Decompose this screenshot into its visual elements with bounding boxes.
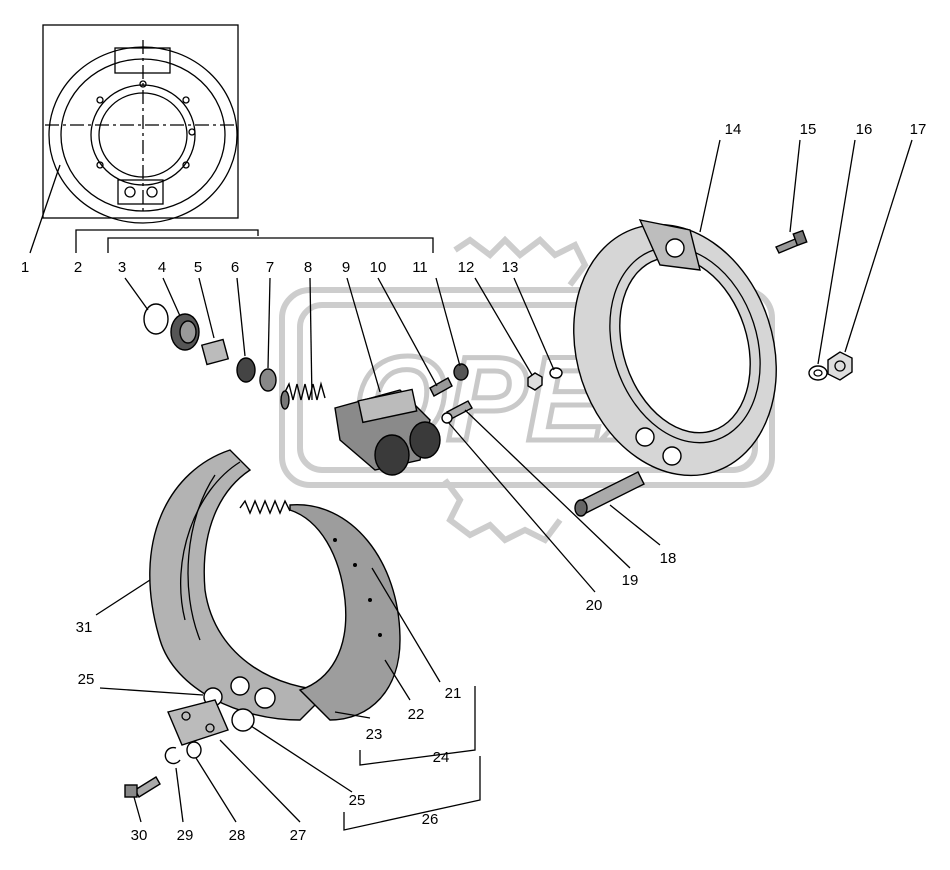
callout-9: 9 (342, 259, 350, 276)
callout-15: 15 (800, 121, 817, 138)
callout-2: 2 (74, 259, 82, 276)
callout-1: 1 (21, 259, 29, 276)
part-18-stud (574, 471, 645, 517)
part-1-assembly-inset (42, 24, 239, 224)
part-4-dust-boot (170, 313, 200, 351)
callout-18: 18 (660, 550, 677, 567)
callout-28: 28 (229, 827, 246, 844)
part-31-brake-shoe (149, 449, 332, 721)
part-22-rivets (333, 538, 382, 637)
callout-labels: 1 2 3 4 5 6 7 8 9 10 11 12 13 14 15 16 1… (21, 121, 927, 844)
part-17-nut (827, 351, 853, 381)
part-27-lock-plate (167, 699, 229, 746)
part-20-washer (441, 412, 453, 424)
callout-6: 6 (231, 259, 239, 276)
callout-24: 24 (433, 749, 450, 766)
part-5-piston (200, 338, 230, 366)
callout-5: 5 (194, 259, 202, 276)
callout-13: 13 (502, 259, 519, 276)
part-9-wheel-cylinder (334, 388, 441, 476)
callout-25b: 25 (349, 792, 366, 809)
leader-lines (29, 139, 913, 831)
callout-10: 10 (370, 259, 387, 276)
part-13-washer (549, 367, 563, 379)
callout-4: 4 (158, 259, 166, 276)
callout-8: 8 (304, 259, 312, 276)
callout-7: 7 (266, 259, 274, 276)
part-10-bleeder (429, 377, 453, 397)
callout-25a: 25 (78, 671, 95, 688)
callout-21: 21 (445, 685, 462, 702)
callout-30: 30 (131, 827, 148, 844)
part-14-backing-plate (573, 219, 777, 477)
part-21-brake-lining (289, 504, 401, 721)
part-12-nut (527, 372, 543, 391)
part-11-bleeder-cap (453, 363, 469, 381)
part-16-washer (808, 365, 828, 381)
part-29-lock-washer (164, 746, 181, 765)
callout-17: 17 (910, 121, 927, 138)
callout-31: 31 (76, 619, 93, 636)
callout-20: 20 (586, 597, 603, 614)
part-7-spring-seat (259, 368, 277, 392)
callout-19: 19 (622, 572, 639, 589)
callout-22: 22 (408, 706, 425, 723)
callout-14: 14 (725, 121, 742, 138)
callout-12: 12 (458, 259, 475, 276)
callout-16: 16 (856, 121, 873, 138)
part-28-washer (186, 741, 202, 759)
callout-29: 29 (177, 827, 194, 844)
callout-26: 26 (422, 811, 439, 828)
part-6-cup (236, 357, 256, 383)
callout-11: 11 (412, 259, 428, 276)
callout-23: 23 (366, 726, 383, 743)
part-15-bolt (775, 229, 808, 254)
part-30-bolt (124, 776, 161, 798)
callout-3: 3 (118, 259, 126, 276)
part-8-spring (280, 381, 326, 410)
part-23-shoe-spring (239, 499, 291, 515)
callout-27: 27 (290, 827, 307, 844)
part-3-ring (143, 303, 169, 335)
